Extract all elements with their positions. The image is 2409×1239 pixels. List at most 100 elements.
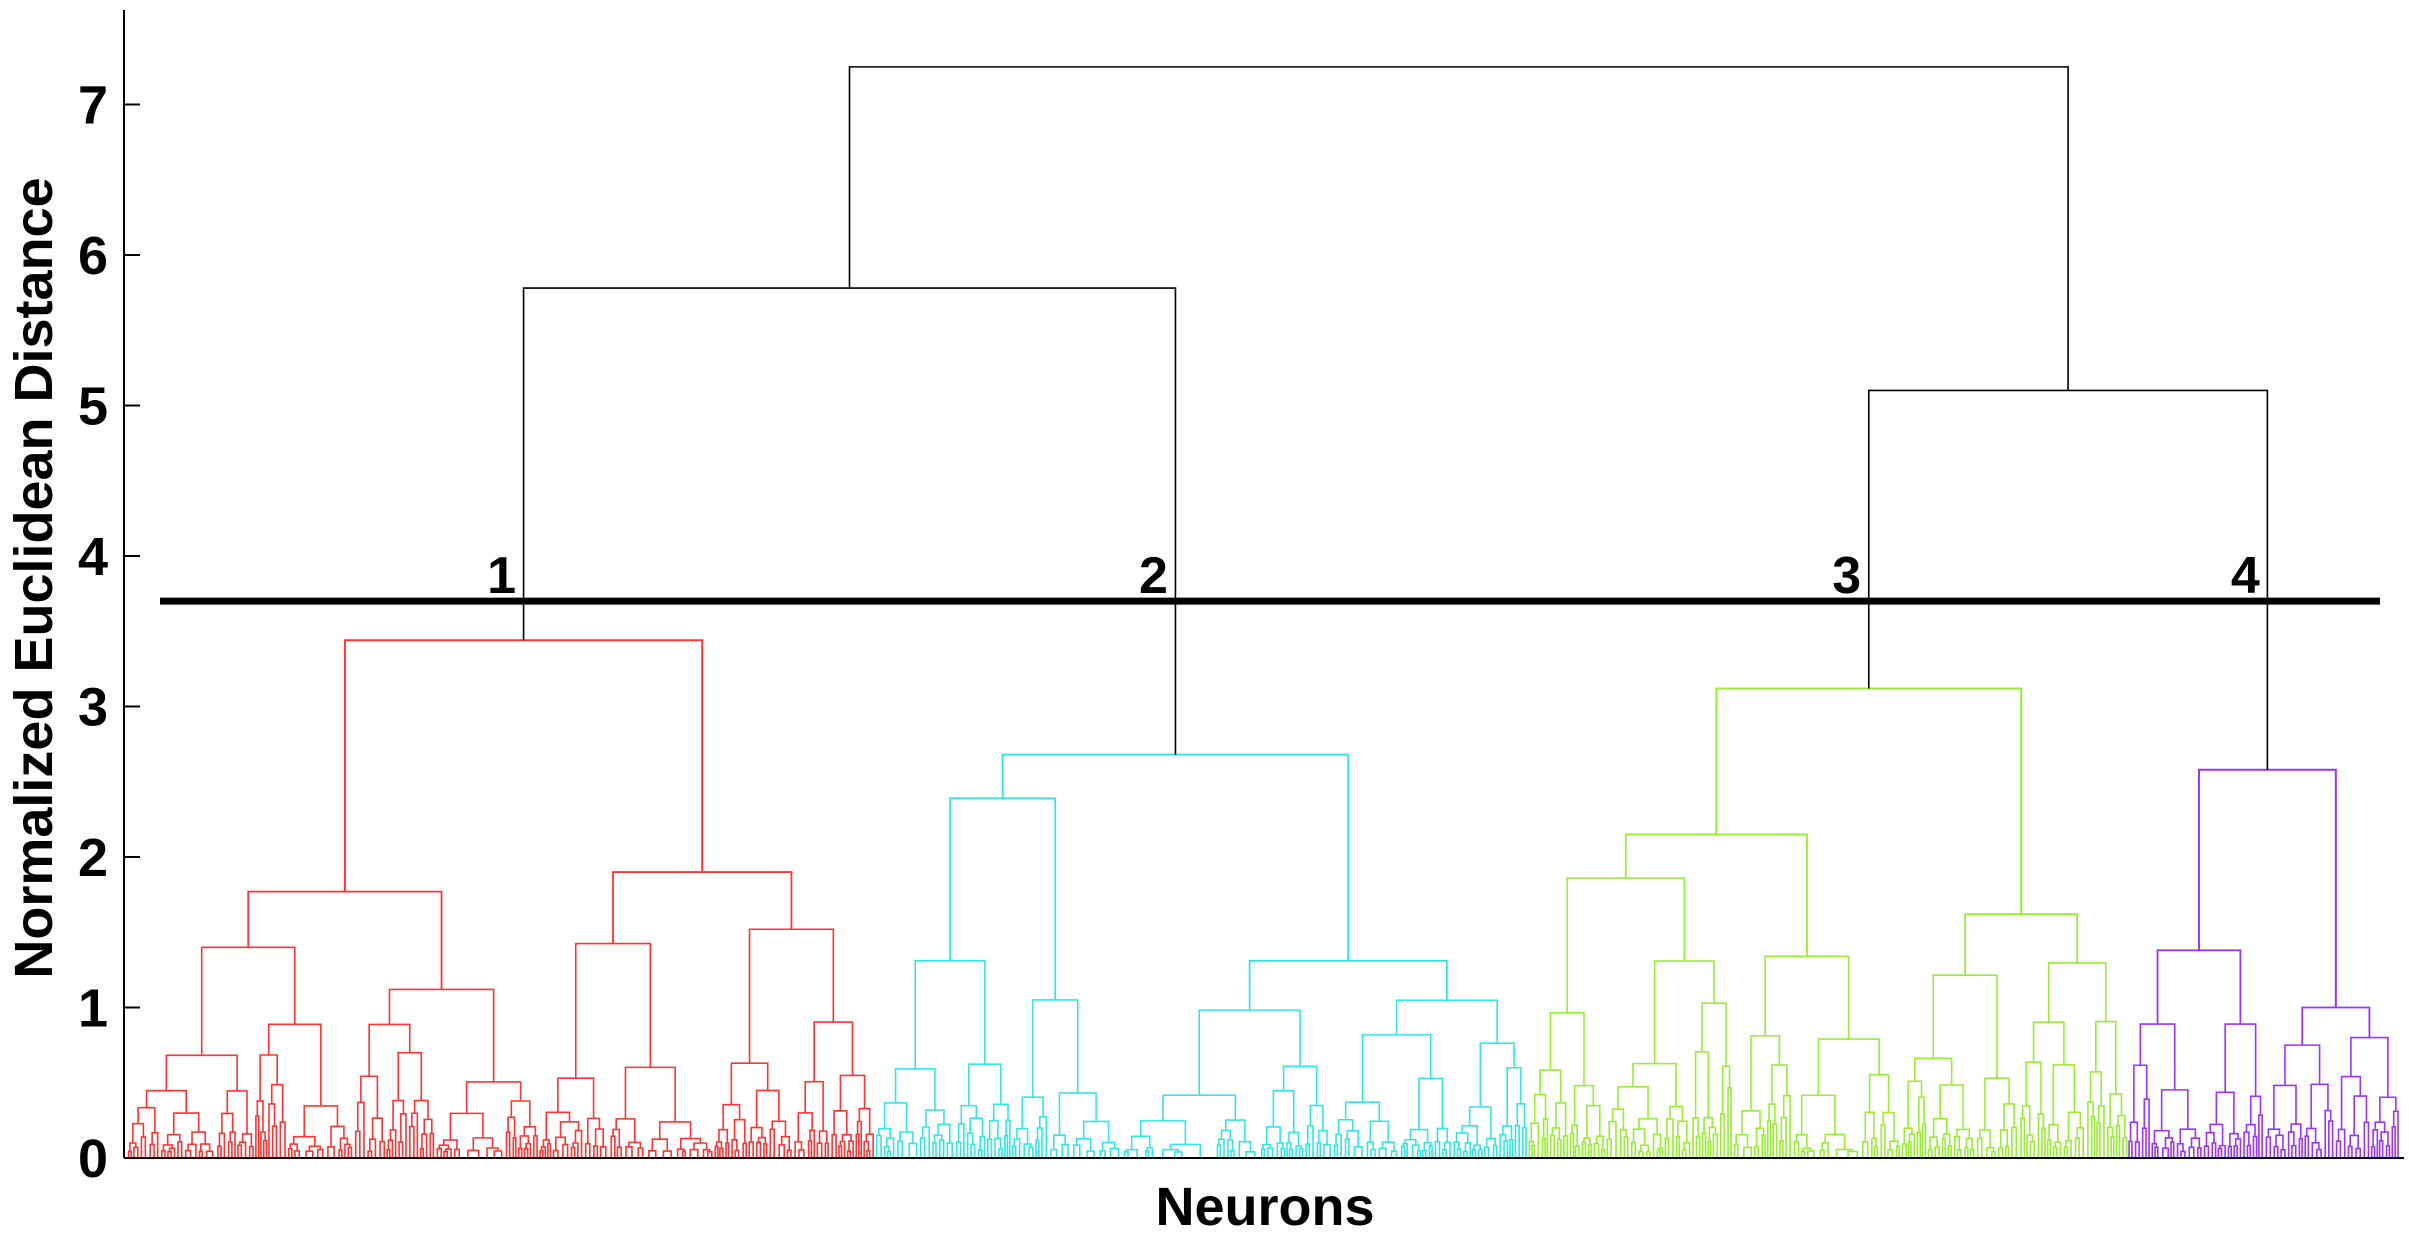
dendrogram-link (1530, 1122, 1540, 1158)
dendrogram-link (968, 1063, 1002, 1106)
dendrogram-link (876, 1134, 882, 1158)
dendrogram-link (2141, 1127, 2147, 1158)
dendrogram-link (1023, 1143, 1032, 1158)
dendrogram-link (2252, 1135, 2258, 1158)
dendrogram-link (1743, 1146, 1752, 1158)
dendrogram-link (1656, 1149, 1661, 1158)
y-tick-label: 5 (78, 377, 108, 437)
dendrogram-link (1369, 1120, 1390, 1143)
y-tick-label: 0 (78, 1129, 108, 1189)
dendrogram-link (191, 1131, 207, 1145)
dendrogram-link (149, 1143, 155, 1158)
dendrogram-link (137, 1106, 156, 1133)
dendrogram-link (1072, 1144, 1081, 1158)
dendrogram-link (897, 1140, 904, 1158)
dendrogram-link (1819, 1149, 1825, 1158)
dendrogram-link (731, 1139, 738, 1158)
dendrogram-link (914, 960, 986, 1069)
dendrogram-link (1378, 1147, 1387, 1158)
dendrogram-link (1428, 1145, 1433, 1158)
dendrogram-link (419, 1147, 425, 1158)
dendrogram-link (833, 1109, 848, 1135)
dendrogram-link (730, 1062, 769, 1105)
dendrogram-link (389, 1129, 397, 1158)
dendrogram-link (865, 1133, 874, 1158)
dendrogram-link (883, 1145, 890, 1158)
dendrogram-link (725, 1142, 730, 1158)
dendrogram-link (599, 1145, 607, 1158)
dendrogram-link (398, 1141, 404, 1158)
dendrogram-link (1600, 1148, 1606, 1158)
dendrogram-link (1395, 999, 1498, 1044)
dendrogram-link (937, 1123, 951, 1144)
dendrogram-link (1455, 1132, 1469, 1143)
top-link (848, 66, 2069, 391)
x-axis-label: Neurons (1155, 1177, 1374, 1237)
dendrogram-link (594, 1128, 605, 1147)
dendrogram-link (248, 1145, 254, 1158)
dendrogram-link (168, 1147, 176, 1158)
dendrogram-link (1772, 1123, 1778, 1158)
dendrogram-link (1998, 1147, 2004, 1158)
dendrogram-link (268, 1103, 276, 1158)
dendrogram-link (778, 1144, 786, 1158)
dendrogram-link (1569, 1132, 1575, 1158)
dendrogram-link (1620, 1128, 1627, 1158)
dendrogram-link (1052, 1134, 1066, 1150)
dendrogram-link (908, 1142, 918, 1158)
dendrogram-link (392, 1099, 405, 1130)
dendrogram-link (1571, 1124, 1578, 1146)
dendrogram-link (1555, 1102, 1567, 1136)
dendrogram-link (2156, 949, 2242, 1025)
dendrogram-link (1035, 1139, 1040, 1158)
dendrogram-link (1443, 1141, 1451, 1158)
dendrogram-link (411, 1112, 419, 1158)
dendrogram-link (255, 1115, 260, 1158)
dendrogram-link (1038, 1116, 1048, 1158)
dendrogram-link (2032, 1021, 2065, 1065)
dendrogram-link (327, 1146, 335, 1158)
dendrogram-links (127, 66, 2399, 1158)
dendrogram-link (586, 1117, 601, 1144)
dendrogram-link (1509, 1139, 1514, 1158)
dendrogram-link (1587, 1143, 1592, 1158)
dendrogram-link (1761, 1134, 1766, 1158)
dendrogram-link (574, 942, 652, 1079)
dendrogram-link (267, 1023, 322, 1106)
dendrogram-link (970, 1143, 976, 1158)
dendrogram-link (878, 1127, 892, 1139)
dendrogram-link (1703, 1116, 1714, 1133)
dendrogram-link (2134, 1141, 2140, 1158)
dendrogram-link (748, 928, 835, 1064)
dendrogram-link (371, 1117, 383, 1142)
dendrogram-link (2219, 1144, 2226, 1158)
dendrogram-link (1549, 1134, 1555, 1158)
dendrogram-link (1887, 1149, 1893, 1158)
dendrogram-link (1230, 1150, 1235, 1158)
dendrogram-link (2311, 1142, 2320, 1158)
dendrogram-link (1932, 974, 1998, 1079)
y-tick-label: 7 (78, 76, 108, 136)
dendrogram-link (1337, 1118, 1354, 1135)
dendrogram-link (172, 1112, 200, 1135)
dendrogram-link (409, 1125, 415, 1158)
dendrogram-link (167, 1150, 172, 1158)
dendrogram-link (2217, 1147, 2223, 1158)
dendrogram-link (2129, 1121, 2139, 1142)
dendrogram-link (305, 1150, 314, 1158)
dendrogram-link (2234, 1138, 2242, 1158)
dendrogram-link (1978, 1129, 1991, 1148)
dendrogram-link (1666, 1118, 1674, 1158)
dendrogram-link (894, 1068, 936, 1111)
dendrogram-link (367, 1150, 373, 1158)
dendrogram-link (866, 1150, 871, 1158)
dendrogram-link (271, 1125, 278, 1158)
dendrogram-link (1719, 1113, 1726, 1158)
dendrogram-link (512, 1137, 517, 1158)
dendrogram-link (769, 1128, 775, 1158)
dendrogram-link (2273, 1145, 2279, 1158)
dendrogram-link (2052, 1064, 2076, 1125)
dendrogram-link (2047, 962, 2107, 1023)
dendrogram-link (2301, 1006, 2371, 1046)
dendrogram-link (988, 1119, 999, 1140)
